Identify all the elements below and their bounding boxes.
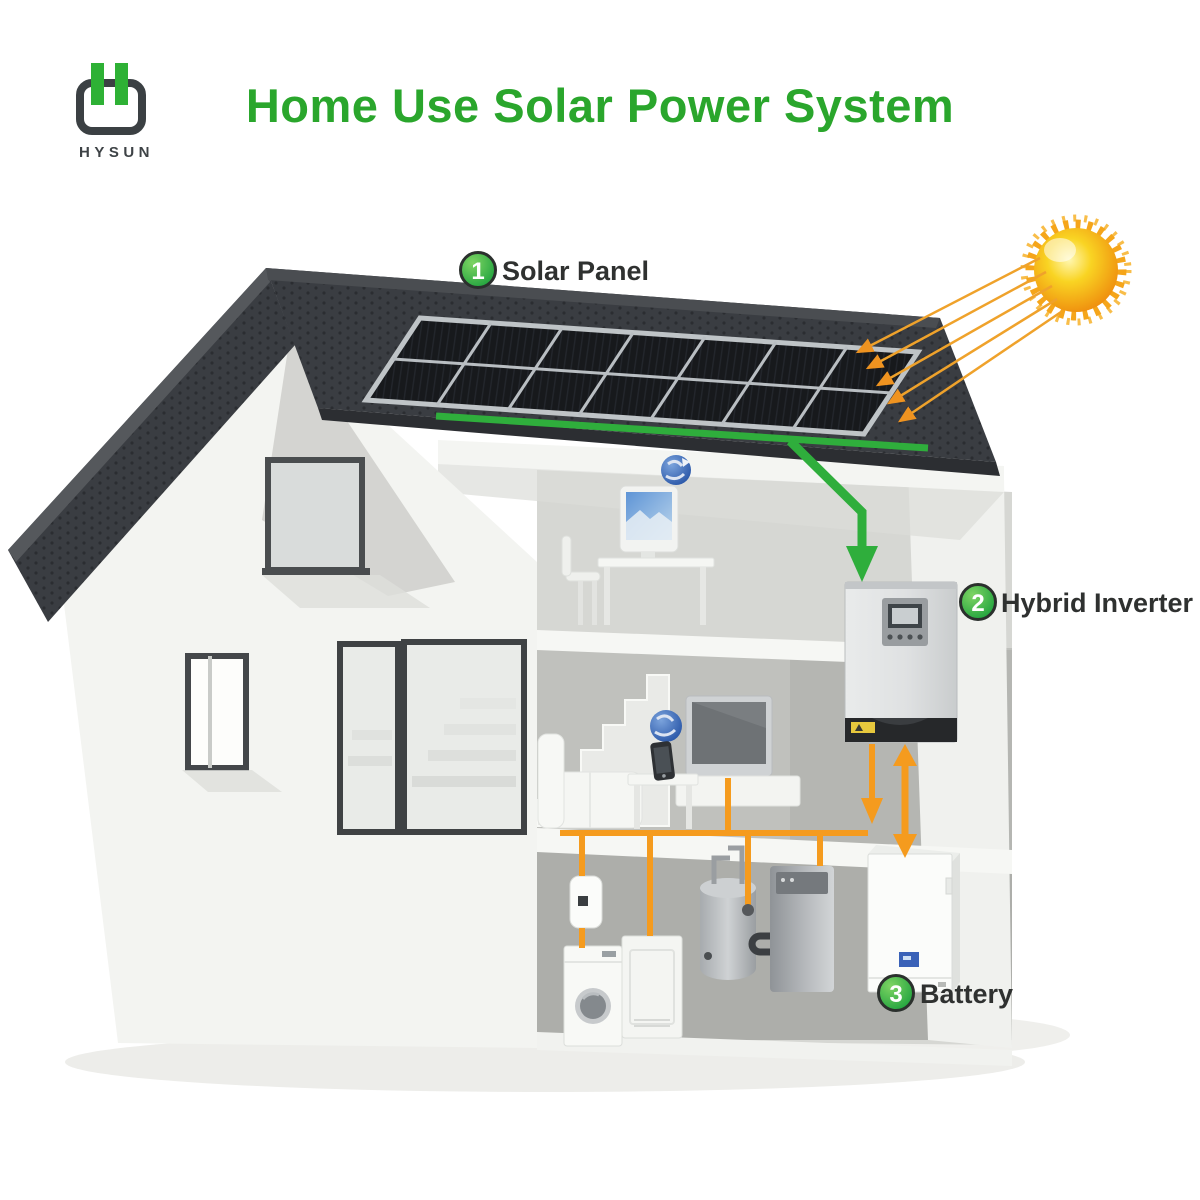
front-wall	[62, 332, 537, 1048]
gable-window	[262, 457, 430, 608]
callout-solar-panel: 1 Solar Panel	[459, 251, 649, 289]
callout-2-label: Hybrid Inverter	[1001, 588, 1194, 618]
green-arrow-icon	[846, 546, 878, 582]
sun-rays	[855, 256, 1062, 423]
basement-floor	[537, 1032, 1012, 1066]
arrow-down-icon	[861, 798, 883, 824]
boiler	[748, 866, 834, 992]
dryer	[621, 935, 683, 1039]
wall-meter	[569, 875, 603, 929]
warning-icon	[851, 722, 875, 733]
callout-3-number: 3	[889, 981, 902, 1008]
battery-device	[867, 845, 960, 993]
arrow-down-icon	[893, 834, 917, 858]
side-window	[182, 653, 282, 792]
tv	[675, 695, 801, 807]
hysun-logo-icon	[76, 63, 146, 135]
callout-1-number: 1	[471, 258, 484, 285]
eave-soffit	[438, 440, 1004, 492]
page-title: Home Use Solar Power System	[245, 79, 955, 132]
internet-globe-icon	[661, 455, 691, 485]
attic-room	[561, 455, 715, 625]
energy-flow-green	[435, 412, 929, 582]
callout-2-number: 2	[971, 590, 984, 617]
tv-cabinet	[675, 775, 801, 807]
hybrid-inverter-device	[844, 581, 958, 743]
front-window-right	[401, 639, 527, 835]
solar-panel-array	[361, 315, 923, 437]
power-wiring	[560, 744, 917, 948]
smartphone	[650, 741, 675, 781]
brand-name: HYSUN	[79, 144, 155, 161]
roof-left-slope	[8, 268, 295, 622]
living-room	[537, 695, 801, 829]
front-window-left	[337, 641, 401, 835]
desk	[597, 557, 715, 568]
callout-battery: 3 Battery	[877, 974, 1013, 1012]
washing-machine	[563, 945, 623, 1047]
chair	[561, 535, 601, 625]
callout-3-label: Battery	[920, 979, 1013, 1009]
callout-hybrid-inverter: 2 Hybrid Inverter	[959, 583, 1194, 621]
sun-icon	[1020, 214, 1132, 326]
callout-1-label: Solar Panel	[502, 256, 649, 286]
basement	[563, 845, 834, 1047]
brand-logo: HYSUN	[75, 55, 185, 161]
roof-eave-edge	[318, 408, 1000, 476]
pipe-elbow	[742, 904, 754, 916]
arrow-up-icon	[893, 744, 917, 766]
water-heater-tank	[700, 845, 756, 980]
sofa	[537, 733, 643, 829]
